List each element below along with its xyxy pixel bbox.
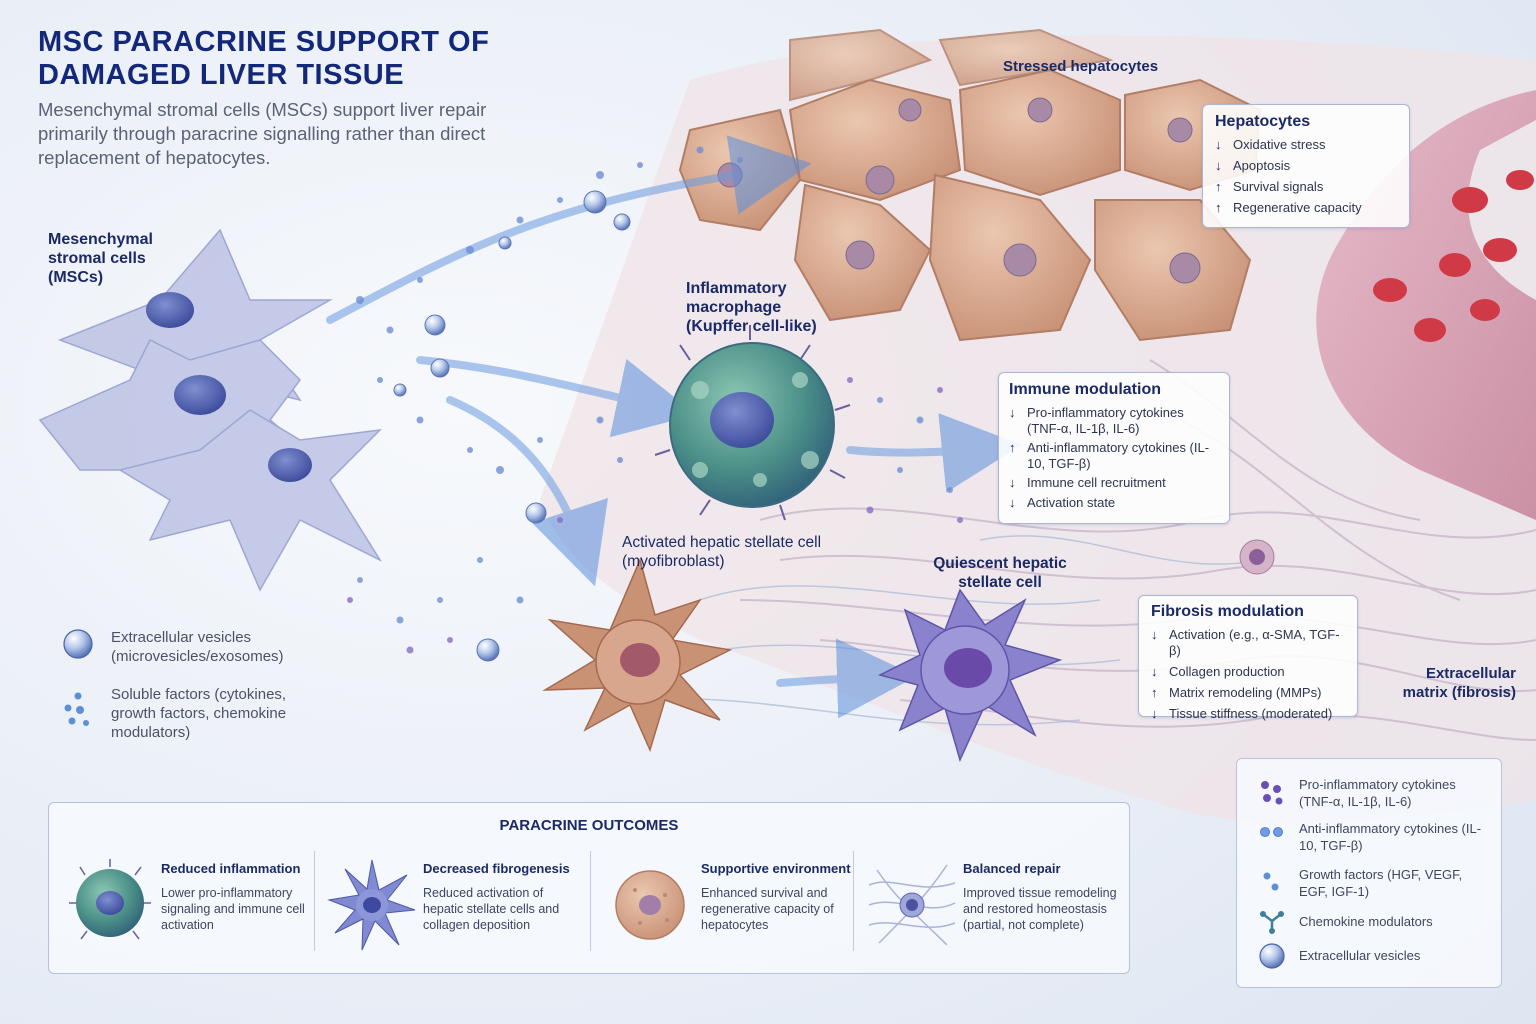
label-activated-hsc: Activated hepatic stellate cell (myofibr… (622, 534, 822, 570)
panel-row: ↓Collagen production (1151, 664, 1285, 679)
outcome-title: Decreased fibrogenesis (423, 861, 570, 876)
outcome-title: Supportive environment (701, 861, 851, 876)
outcome-reduced-inflammation: Reduced inflammation Lower pro-inflammat… (59, 855, 314, 961)
legend-vesicles: Extracellular vesicles (microvesicles/ex… (111, 629, 284, 665)
chemokine-icon (1260, 911, 1284, 934)
panel-row: ↑Regenerative capacity (1215, 200, 1362, 215)
immune-modulation-panel: Immune modulation ↓Pro-inflammatory cyto… (998, 372, 1230, 524)
signal-legend: Pro-inflammatory cytokines (TNF-α, IL-1β… (1236, 758, 1502, 988)
outcome-title: Balanced repair (963, 861, 1061, 876)
legend-item: Growth factors (HGF, VEGF, EGF, IGF-1) (1299, 867, 1463, 899)
legend-item: Chemokine modulators (1299, 914, 1433, 929)
legend-item: Anti-inflammatory cytokines (IL-10, TGF-… (1299, 821, 1482, 853)
outcome-supportive-environment: Supportive environment Enhanced survival… (599, 855, 854, 961)
outcome-decreased-fibrogenesis: Decreased fibrogenesis Reduced activatio… (321, 855, 576, 961)
legend-item: Pro-inflammatory cytokines (TNF-α, IL-1β… (1299, 777, 1456, 809)
divider (590, 851, 591, 951)
panel-row: ↑Survival signals (1215, 179, 1324, 194)
paracrine-outcomes-panel: PARACRINE OUTCOMES Reduced inflammation … (48, 802, 1130, 974)
stellate-cell-icon (327, 859, 416, 951)
panel-row: ↑Matrix remodeling (MMPs) (1151, 685, 1322, 700)
hepatocyte-icon (615, 870, 685, 940)
fibrosis-heading: Fibrosis modulation (1151, 603, 1304, 620)
label-ecm: Extracellular matrix (fibrosis) (1402, 665, 1516, 701)
hepatocytes-panel: Hepatocytes ↓Oxidative stress ↓Apoptosis… (1202, 104, 1410, 228)
panel-row: ↓Activation (e.g., α-SMA, TGF-β) (1151, 627, 1340, 658)
outcome-desc: Improved tissue remodeling and restored … (963, 886, 1117, 932)
divider (314, 851, 315, 951)
outcome-balanced-repair: Balanced repair Improved tissue remodeli… (861, 855, 1117, 961)
panel-row: ↓Apoptosis (1215, 158, 1291, 173)
outcome-desc: Enhanced survival and regenerative capac… (701, 886, 834, 932)
outcome-desc: Lower pro-inflammatory signaling and imm… (161, 886, 305, 932)
small-blue-dots-icon (1263, 872, 1279, 891)
panel-row: ↑Anti-inflammatory cytokines (IL-10, TGF… (1009, 440, 1210, 471)
legend-item: Extracellular vesicles (1299, 948, 1421, 963)
panel-row: ↓Activation state (1009, 495, 1116, 510)
hepatocytes-heading: Hepatocytes (1215, 113, 1311, 130)
page-subtitle: Mesenchymal stromal cells (MSCs) support… (38, 99, 487, 168)
label-quiescent-hsc: Quiescent hepatic stellate cell (933, 555, 1067, 591)
vesicle-icon (1259, 943, 1285, 969)
label-mscs: Mesenchymal stromal cells (MSCs) (48, 231, 153, 286)
panel-row: ↓Tissue stiffness (moderated) (1151, 706, 1333, 721)
panel-row: ↓Oxidative stress (1215, 137, 1326, 152)
label-stressed-hepatocytes: Stressed hepatocytes (1003, 58, 1159, 75)
immune-heading: Immune modulation (1009, 381, 1161, 398)
tissue-matrix-icon (868, 864, 956, 946)
divider (853, 851, 854, 951)
panel-row: ↓Immune cell recruitment (1009, 475, 1166, 490)
fibrosis-modulation-panel: Fibrosis modulation ↓Activation (e.g., α… (1138, 595, 1358, 721)
outcome-desc: Reduced activation of hepatic stellate c… (423, 886, 560, 932)
left-legend-icons (63, 629, 93, 726)
purple-dots-icon (1261, 781, 1283, 805)
vesicle-icon (63, 629, 93, 659)
page-title: MSC PARACRINE SUPPORT OF DAMAGED LIVER T… (38, 26, 490, 91)
outcome-title: Reduced inflammation (161, 861, 301, 876)
soluble-factors-icon (64, 692, 89, 726)
label-macrophage: Inflammatory macrophage (Kupffer cell-li… (686, 280, 817, 335)
macrophage-icon (69, 859, 151, 940)
blue-dots-icon (1260, 827, 1283, 837)
panel-row: ↓Pro-inflammatory cytokines (TNF-α, IL-1… (1009, 405, 1184, 436)
legend-soluble-factors: Soluble factors (cytokines, growth facto… (111, 686, 287, 741)
outcomes-heading: PARACRINE OUTCOMES (499, 817, 679, 834)
